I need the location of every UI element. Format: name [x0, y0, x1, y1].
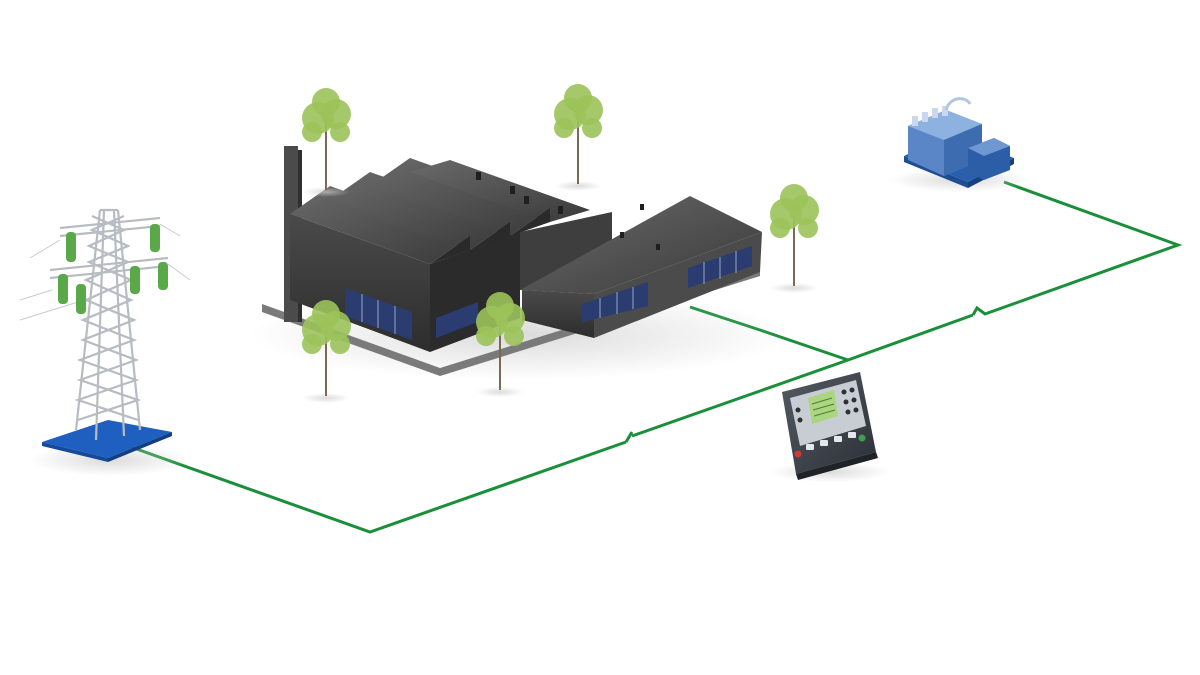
wire-break-gap — [624, 431, 634, 443]
controller-panel-icon — [770, 372, 890, 482]
wire-grid-to-corner — [127, 440, 627, 534]
trees — [302, 84, 819, 403]
tree-icon — [302, 88, 351, 197]
tree-icon — [770, 184, 819, 293]
tree-icon — [476, 292, 525, 397]
start-button — [858, 434, 866, 442]
transmission-tower-icon — [19, 208, 191, 476]
stop-button — [794, 450, 802, 458]
tree-icon — [302, 300, 351, 403]
wire-bus-second-gap — [971, 180, 1183, 316]
tree-icon — [554, 84, 603, 191]
generator-set-icon — [890, 97, 1030, 192]
factory-building-icon — [250, 146, 790, 380]
